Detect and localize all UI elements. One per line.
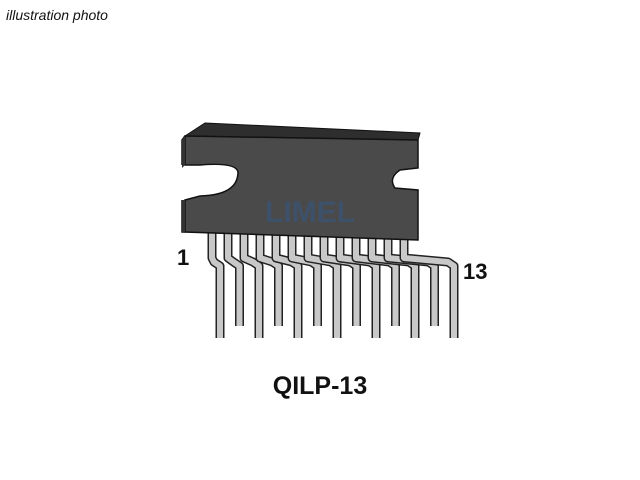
- pin-1-fill: [209, 232, 223, 338]
- pin-3-fill: [241, 232, 262, 338]
- ic-body: [181, 122, 421, 241]
- package-name: QILP-13: [272, 372, 368, 400]
- pin-2-fill: [225, 232, 243, 326]
- pin-4-fill: [257, 232, 282, 326]
- pin-13-fill: [401, 232, 457, 338]
- pin-13-label: 13: [463, 259, 488, 284]
- watermark-logo: LIMEL: [265, 196, 355, 229]
- pins: [207, 232, 459, 338]
- caption-text: illustration photo: [6, 7, 108, 23]
- pin-1-label: 1: [177, 245, 190, 270]
